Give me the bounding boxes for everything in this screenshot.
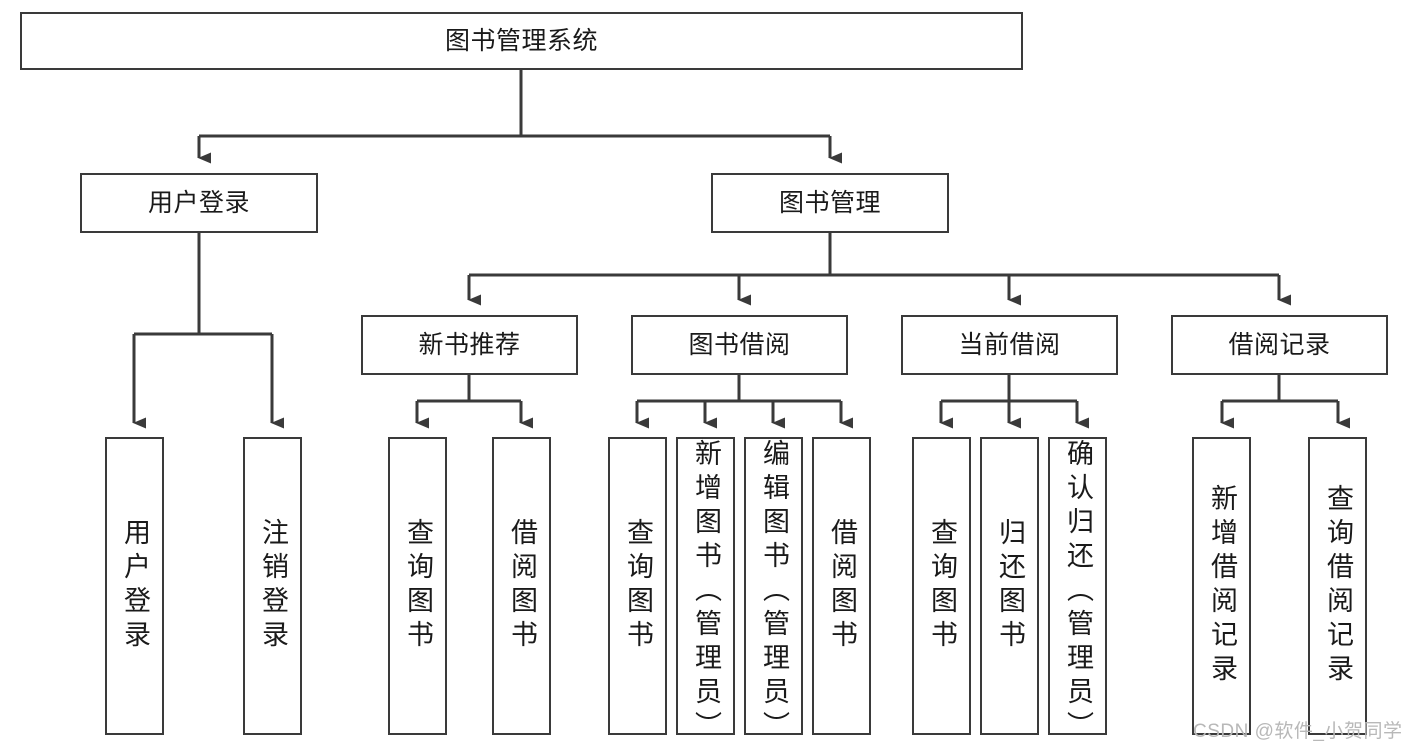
node-label: 查询图书: [927, 518, 957, 654]
node-borrow-record[interactable]: 借阅记录: [1171, 315, 1388, 375]
leaf-user-login[interactable]: 用户登录: [105, 437, 164, 735]
csdn-watermark: CSDN @软件_小贺同学: [1193, 721, 1403, 742]
leaf-add-borrow-record[interactable]: 新增借阅记录: [1192, 437, 1251, 735]
leaf-query-book-borrow[interactable]: 查询图书: [608, 437, 667, 735]
node-label: 注销登录: [258, 518, 288, 654]
node-label: 编辑图书（管理员）: [759, 439, 789, 745]
node-root-system[interactable]: 图书管理系统: [20, 12, 1023, 70]
leaf-borrow-book[interactable]: 借阅图书: [812, 437, 871, 735]
node-book-management[interactable]: 图书管理: [711, 173, 949, 233]
leaf-add-book-admin[interactable]: 新增图书（管理员）: [676, 437, 735, 745]
node-label: 当前借阅: [958, 330, 1061, 359]
node-book-borrow[interactable]: 图书借阅: [631, 315, 848, 375]
node-label: 新增图书（管理员）: [691, 439, 721, 745]
leaf-logout[interactable]: 注销登录: [243, 437, 302, 735]
leaf-edit-book-admin[interactable]: 编辑图书（管理员）: [744, 437, 803, 745]
leaf-query-book-recommend[interactable]: 查询图书: [388, 437, 447, 735]
leaf-confirm-return-admin[interactable]: 确认归还（管理员）: [1048, 437, 1107, 745]
node-label: 新书推荐: [418, 330, 521, 359]
node-label: 查询借阅记录: [1323, 484, 1353, 688]
node-label: 图书借阅: [688, 330, 791, 359]
node-label: 确认归还（管理员）: [1063, 439, 1093, 745]
node-label: 借阅图书: [507, 518, 537, 654]
node-label: 用户登录: [120, 518, 150, 654]
node-user-login[interactable]: 用户登录: [80, 173, 318, 233]
leaf-query-book-current[interactable]: 查询图书: [912, 437, 971, 735]
node-new-book-recommend[interactable]: 新书推荐: [361, 315, 578, 375]
node-label: 借阅图书: [827, 518, 857, 654]
leaf-query-borrow-record[interactable]: 查询借阅记录: [1308, 437, 1367, 735]
node-label: 图书管理系统: [444, 26, 598, 55]
node-current-borrow[interactable]: 当前借阅: [901, 315, 1118, 375]
node-label: 归还图书: [995, 518, 1025, 654]
leaf-borrow-book-recommend[interactable]: 借阅图书: [492, 437, 551, 735]
node-label: 借阅记录: [1228, 330, 1331, 359]
node-label: 图书管理: [778, 188, 881, 217]
node-label: 查询图书: [403, 518, 433, 654]
node-label: 用户登录: [147, 188, 250, 217]
leaf-return-book[interactable]: 归还图书: [980, 437, 1039, 735]
node-label: 查询图书: [623, 518, 653, 654]
node-label: 新增借阅记录: [1207, 484, 1237, 688]
